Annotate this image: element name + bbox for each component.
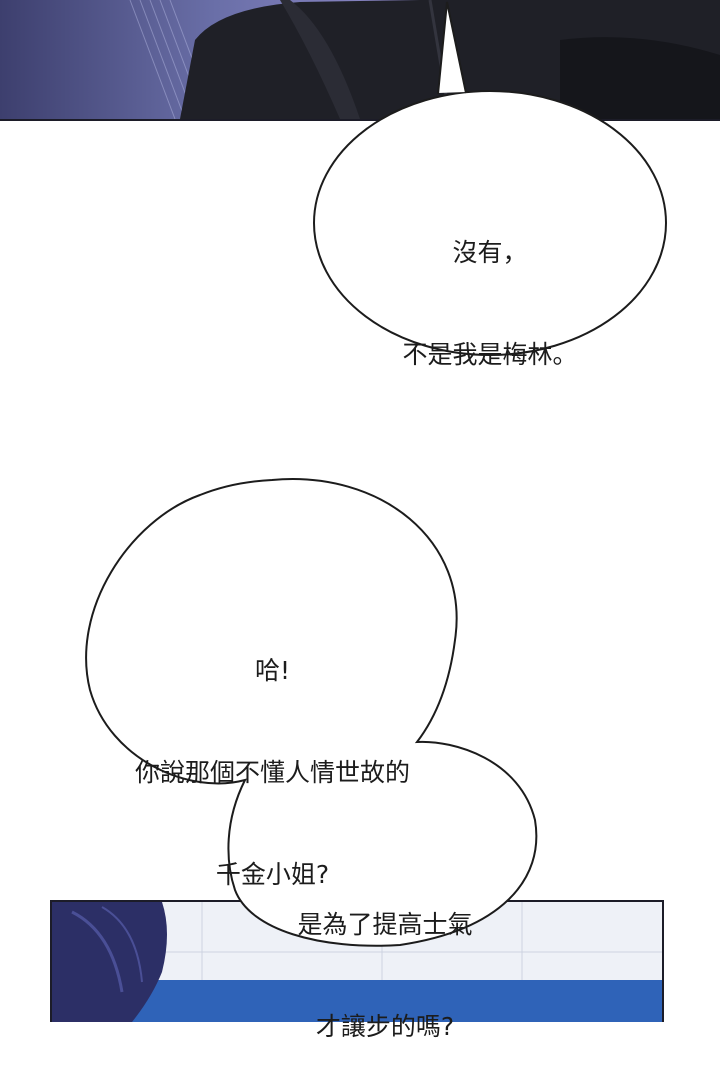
bubble-2-line-3: 千金小姐?	[215, 860, 330, 889]
speech-bubble-1	[313, 1, 667, 356]
bubble-2-text: 哈! 你說那個不懂人情世故的 千金小姐?	[100, 586, 445, 926]
bubble-3-line-2: 才讓步的嗎?	[315, 1012, 455, 1041]
bubble-1-line-1: 沒有，	[452, 238, 528, 267]
bubble-2-line-1: 哈!	[254, 656, 291, 685]
bubble-3-text: 是為了提高士氣 才讓步的嗎?	[265, 840, 505, 1078]
bubble-1-line-2: 不是我是梅林。	[402, 340, 578, 369]
speech-bubbles-layer	[85, 1, 667, 947]
bubble-1-text: 沒有， 不是我是梅林。	[380, 168, 600, 406]
bubble-2-line-2: 你說那個不懂人情世故的	[134, 758, 410, 787]
top-panel-artwork	[0, 0, 720, 119]
top-comic-panel	[0, 0, 720, 121]
bubble-3-line-1: 是為了提高士氣	[297, 910, 473, 939]
speech-bubble-2-3	[85, 478, 538, 947]
